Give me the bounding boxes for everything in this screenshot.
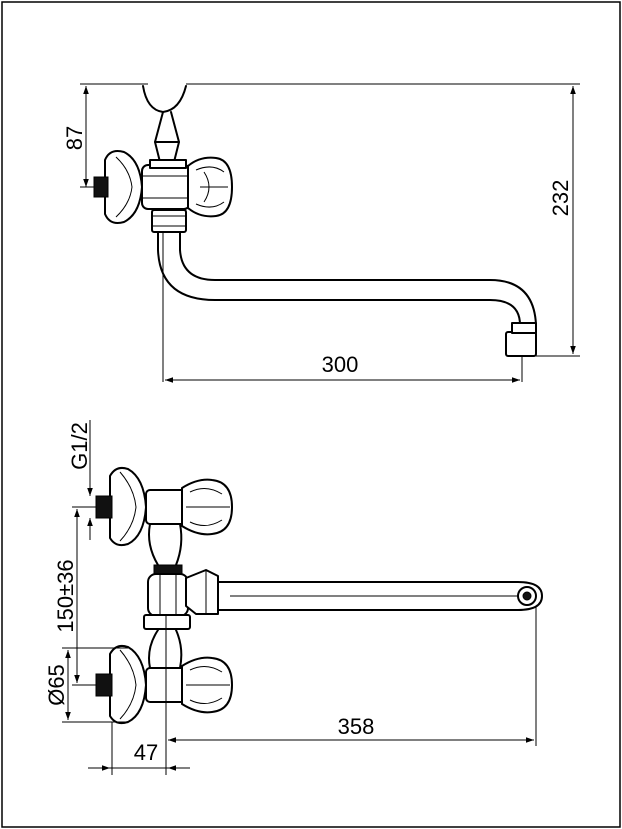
dim-thread: G1/2 <box>67 422 92 470</box>
dim-wall-offset: 47 <box>134 740 158 765</box>
lower-connector <box>95 673 113 697</box>
wall-rosette <box>104 150 143 224</box>
diverter-knob <box>185 569 219 615</box>
dim-spacing: 150±36 <box>53 559 78 632</box>
front-view: G1/2 150±36 Ø65 47 358 <box>44 420 543 775</box>
upper-connector <box>95 495 113 519</box>
lower-rosette <box>109 644 147 725</box>
valve-body <box>141 164 191 210</box>
mixer-body <box>147 573 189 617</box>
swivel-spout <box>157 231 521 326</box>
dim-87: 87 <box>62 126 87 150</box>
shower-holder <box>142 85 187 113</box>
aerator <box>505 331 537 357</box>
dim-232: 232 <box>548 180 573 217</box>
spout-tube <box>217 581 543 611</box>
dim-spout-length: 358 <box>338 714 375 739</box>
dim-300: 300 <box>322 352 359 377</box>
swivel-nut <box>151 209 187 233</box>
wall-connector <box>93 176 109 198</box>
dim-rosette-diameter: Ø65 <box>44 664 69 706</box>
side-view: 87 232 300 <box>62 83 580 383</box>
upper-rosette <box>109 466 147 547</box>
